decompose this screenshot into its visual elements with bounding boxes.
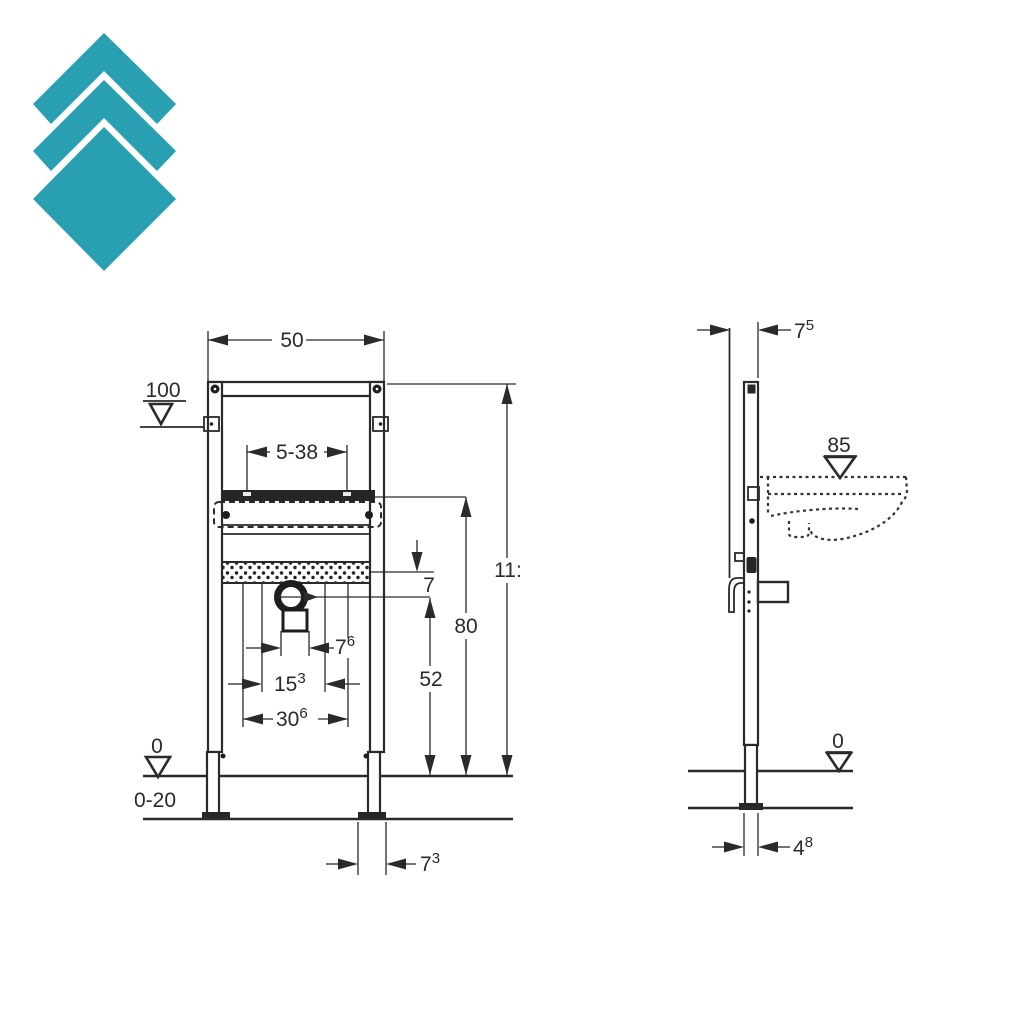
bracket-dashed-outline [213,501,382,528]
datum-label-85: 85 [827,434,850,457]
dim-drain-height: 52 [419,598,443,775]
dim-foot-depth: 48 [712,813,813,860]
dim-label-drain-offset: 76 [335,633,355,659]
drain-bend [728,577,745,613]
dim-rod-range: 5-38 [246,441,348,491]
datum-label-0-front: 0 [151,735,163,758]
side-view: 75 [688,317,909,860]
dim-label-supply-spacing: 153 [274,670,306,696]
dim-label-foot-width: 73 [420,850,440,876]
dim-foot-width: 73 [326,822,440,876]
foot-plate-left [202,812,230,820]
datum-basin-height: 85 [822,434,858,481]
basin-fixing-point [747,486,760,501]
chevrons-diamond-logo [33,33,176,271]
frame-profile [728,380,790,747]
dim-top-width: 50 [207,329,385,389]
drain-flow-arrow-icon [304,592,318,602]
water-supply-block [746,557,757,573]
dim-frame-height: 11: [387,383,522,775]
leg-side [743,743,759,807]
foot-plate-side [739,803,763,810]
drain-fixing-block [281,608,309,633]
dim-label-frame-depth: 75 [794,317,814,343]
dim-label-fixing-spacing: 306 [276,705,308,731]
floor-lines-front [143,774,513,821]
foot-plate-right [358,812,386,820]
logo-chevron-top-icon [33,33,176,124]
drain-connection [274,580,430,633]
wall-bracket-left [203,416,220,432]
datum-label-0-side: 0 [832,730,844,753]
frame-upright-right [368,380,386,754]
leg-left [205,750,221,816]
label-floor-adjust-range: 0-20 [134,789,176,812]
wall-bracket-right [372,416,389,432]
frame-legs [202,750,386,820]
dim-label-rod-height: 80 [454,615,477,638]
logo-diamond-icon [33,127,176,271]
dim-label-frame-height: 11: [494,559,522,582]
dim-label-top-width: 50 [280,329,303,352]
datum-floor-front: 0 0-20 [134,735,176,812]
dim-rail-drain-gap: 7 [411,540,435,597]
washbasin-dashed-outline [760,475,909,541]
dim-label-rod-range: 5-38 [276,441,318,464]
logo-chevron-middle-icon [33,80,176,171]
datum-triangle-0-side [824,751,854,774]
threaded-rod-bar [222,490,375,501]
dim-fixing-spacing: 306 [243,705,348,731]
dim-supply-spacing: 153 [228,670,360,696]
datum-floor-side: 0 [824,730,854,774]
dim-label-foot-depth: 48 [793,834,813,860]
dim-label-drain-height: 52 [419,668,442,691]
drain-outlet-socket [756,580,790,604]
dim-frame-depth: 75 [697,317,814,378]
floor-lines-side [688,769,853,810]
supply-tab [734,552,745,562]
dim-label-gap-7: 7 [423,574,435,597]
datum-triangle-0-front [143,755,173,780]
frame-upright-left [206,380,224,754]
dim-drain-offset: 76 [246,633,355,659]
datum-triangle-100 [147,402,175,427]
datum-triangle-85 [822,455,858,481]
leg-right [366,750,382,816]
datum-100: 100 [140,379,204,428]
datum-label-100: 100 [145,379,180,402]
top-anchor-bracket [747,384,756,394]
dim-rod-height: 80 [454,497,478,775]
perforated-mounting-rail [221,561,371,584]
mounting-traverse [213,490,466,535]
front-view: 50 100 [134,329,522,876]
